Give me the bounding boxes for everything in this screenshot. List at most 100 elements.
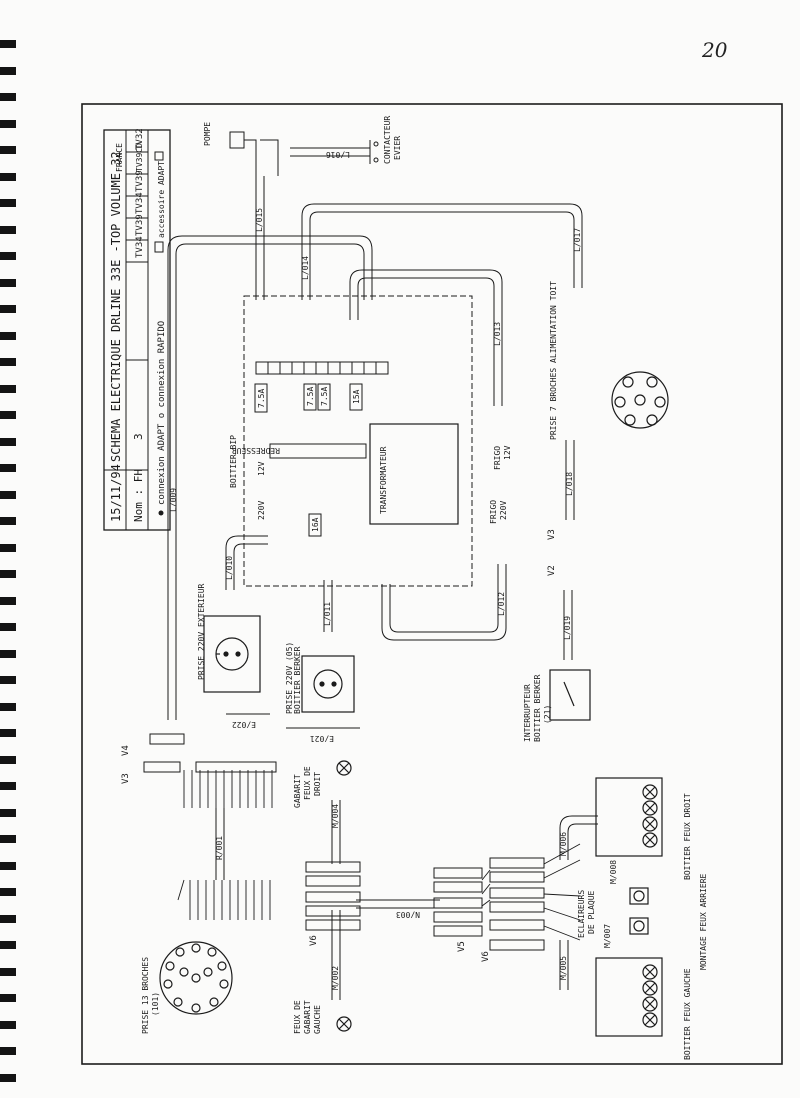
contacteur-symbol xyxy=(369,140,379,164)
wire-l010: L/010 xyxy=(225,556,234,580)
label-eclaireurs-2: DE PLAQUE xyxy=(587,890,596,934)
binding-hole xyxy=(0,1021,16,1029)
wire-l009: L/009 xyxy=(169,488,178,512)
label-gabarit-droit-3: DROIT xyxy=(313,772,322,796)
label-prise-berker: PRISE 220V (05) xyxy=(285,642,294,714)
wire-m005: M/005 xyxy=(559,956,568,980)
binding-hole xyxy=(0,120,16,128)
label-220v: 220V xyxy=(257,501,266,520)
label-frigo-220v-volt: 220V xyxy=(499,501,508,520)
wire-e022: E/022 xyxy=(232,720,256,729)
harness-links-rear xyxy=(481,843,581,941)
binding-hole xyxy=(0,332,16,340)
title-nom: Nom : FH xyxy=(132,469,145,522)
binding-hole xyxy=(0,411,16,419)
label-boitier-droit: BOITIER FEUX DROIT xyxy=(683,793,692,880)
binding-hole xyxy=(0,994,16,1002)
redresseur-box xyxy=(269,443,367,459)
wire-l012: L/012 xyxy=(497,592,506,616)
label-contacteur: CONTACTEUR xyxy=(383,116,392,164)
label-gabarit-droit-2: FEUX DE xyxy=(303,766,312,800)
label-boitier-bip: BOITIER BIP xyxy=(229,435,238,488)
prise-ext-symbol xyxy=(203,615,261,693)
label-prise7: PRISE 7 BROCHES ALIMENTATION TOIT xyxy=(549,281,558,440)
binding-hole xyxy=(0,623,16,631)
title-block: 15/11/94 SCHEMA ELECTRIQUE DRLINE 33E -T… xyxy=(103,128,171,531)
connector-v6-right: V6 xyxy=(481,951,491,962)
fuse-label-5: 16A xyxy=(311,517,320,532)
label-prise13: PRISE 13 BROCHES xyxy=(141,957,150,1034)
wire-m006: M/006 xyxy=(559,832,568,856)
connector-v6-left: V6 xyxy=(309,935,319,946)
binding-hole xyxy=(0,809,16,817)
eclaireur-lamps xyxy=(629,887,649,935)
binding-hole xyxy=(0,438,16,446)
label-prise13-ref: (101) xyxy=(151,992,160,1016)
label-boitier-gauche: BOITIER FEUX GAUCHE xyxy=(683,968,692,1060)
wire-l017: L/017 xyxy=(573,228,582,252)
title-main: SCHEMA ELECTRIQUE DRLINE 33E -TOP VOLUME… xyxy=(109,151,123,462)
label-eclaireurs: ECLAIREURS xyxy=(577,890,586,938)
connector-v5: V5 xyxy=(457,941,467,952)
binding-hole xyxy=(0,305,16,313)
connector-v4: V4 xyxy=(121,745,131,756)
binding-hole xyxy=(0,173,16,181)
binding-hole xyxy=(0,93,16,101)
binding-hole xyxy=(0,570,16,578)
label-gabarit-gauche-2: GABARIT xyxy=(303,1000,312,1034)
fanout-13 xyxy=(177,770,273,920)
binding-hole xyxy=(0,941,16,949)
binding-hole xyxy=(0,491,16,499)
binding-hole xyxy=(0,517,16,525)
gabarit-gauche-lamp xyxy=(336,1016,352,1032)
binding-hole xyxy=(0,729,16,737)
binding-hole xyxy=(0,1074,16,1082)
fuse-label-4: 15A xyxy=(352,389,361,404)
binding-hole xyxy=(0,703,16,711)
connector-v2: V2 xyxy=(547,565,557,576)
title-variant-4: TV39 xyxy=(135,170,145,192)
wire-m002: M/002 xyxy=(331,966,340,990)
connector-v3-left: V3 xyxy=(121,773,131,784)
label-pompe: POMPE xyxy=(203,122,212,146)
title-variant-3: TV34 xyxy=(135,192,145,214)
gabarit-droit-lamp xyxy=(336,760,352,776)
label-frigo-12v: FRIGO xyxy=(493,446,502,470)
wire-l018: L/018 xyxy=(565,472,574,496)
binding-hole xyxy=(0,67,16,75)
ground-wires xyxy=(226,713,360,729)
wire-l016: L/016 xyxy=(326,150,350,159)
transformateur-box xyxy=(369,423,459,525)
boitier-bip-outline xyxy=(243,295,473,587)
binding-hole xyxy=(0,1047,16,1055)
label-frigo-12v-volt: 12V xyxy=(503,445,512,460)
binding-hole xyxy=(0,146,16,154)
binding-hole xyxy=(0,544,16,552)
title-variant-1: TV34 xyxy=(135,236,145,258)
binding-hole xyxy=(0,199,16,207)
boitier-feux-gauche xyxy=(595,957,663,1037)
binding-hole xyxy=(0,385,16,393)
title-accessory: accessoire ADAPT xyxy=(157,161,166,238)
fuse-group xyxy=(254,383,363,537)
wire-l013: L/013 xyxy=(493,322,502,346)
binding-hole xyxy=(0,597,16,605)
title-sheet: 3 xyxy=(132,433,145,440)
wire-m008: M/008 xyxy=(609,860,618,884)
prise7-symbol xyxy=(611,371,669,429)
boitier-feux-droit xyxy=(595,777,663,857)
interrupteur-symbol xyxy=(549,669,591,721)
binding-hole xyxy=(0,968,16,976)
binding-hole xyxy=(0,279,16,287)
label-interrupteur-boitier: BOITIER BERKER xyxy=(533,674,542,742)
binding-hole xyxy=(0,888,16,896)
title-variant-2: TV39 xyxy=(135,214,145,236)
label-interrupteur-ref: (21) xyxy=(543,705,552,724)
wire-l015: L/015 xyxy=(255,208,264,232)
fuse-label-3: 7.5A xyxy=(320,387,329,406)
label-transformateur: TRANSFORMATEUR xyxy=(379,446,388,514)
prise13-symbol xyxy=(159,941,233,1015)
label-gabarit-droit: GABARIT xyxy=(293,774,302,808)
binding-hole xyxy=(0,676,16,684)
